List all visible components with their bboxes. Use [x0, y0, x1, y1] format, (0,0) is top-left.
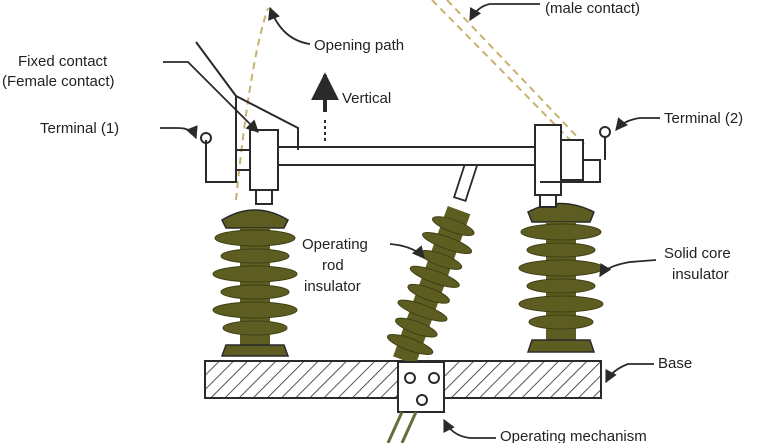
- label-solid-core-1: Solid core: [664, 245, 731, 262]
- label-terminal-2: Terminal (2): [664, 110, 743, 127]
- label-base: Base: [658, 355, 692, 372]
- opening-path-dashed: [235, 0, 586, 201]
- blade: [269, 146, 551, 166]
- fixed-contact-assembly: [195, 41, 299, 205]
- label-fixed-contact-1: Fixed contact: [18, 53, 108, 70]
- operating-rod-insulator: [387, 206, 475, 365]
- hinge-contact-assembly: [534, 124, 611, 208]
- label-fixed-contact-2: (Female contact): [2, 73, 115, 90]
- label-operating-rod-1: Operating: [302, 236, 368, 253]
- label-solid-core-2: insulator: [672, 266, 729, 283]
- label-opening-path: Opening path: [314, 37, 404, 54]
- operating-mechanism: [386, 361, 445, 443]
- label-terminal-1: Terminal (1): [40, 120, 119, 137]
- leader-lines: [160, 3, 660, 439]
- label-vertical: Vertical: [342, 90, 391, 107]
- label-operating-rod-2: rod: [322, 257, 344, 274]
- label-operating-rod-3: insulator: [304, 278, 361, 295]
- insulator-right: [518, 202, 604, 353]
- insulator-left: [212, 209, 298, 357]
- label-operating-mechanism: Operating mechanism: [500, 428, 647, 443]
- label-male-contact: (male contact): [545, 0, 640, 17]
